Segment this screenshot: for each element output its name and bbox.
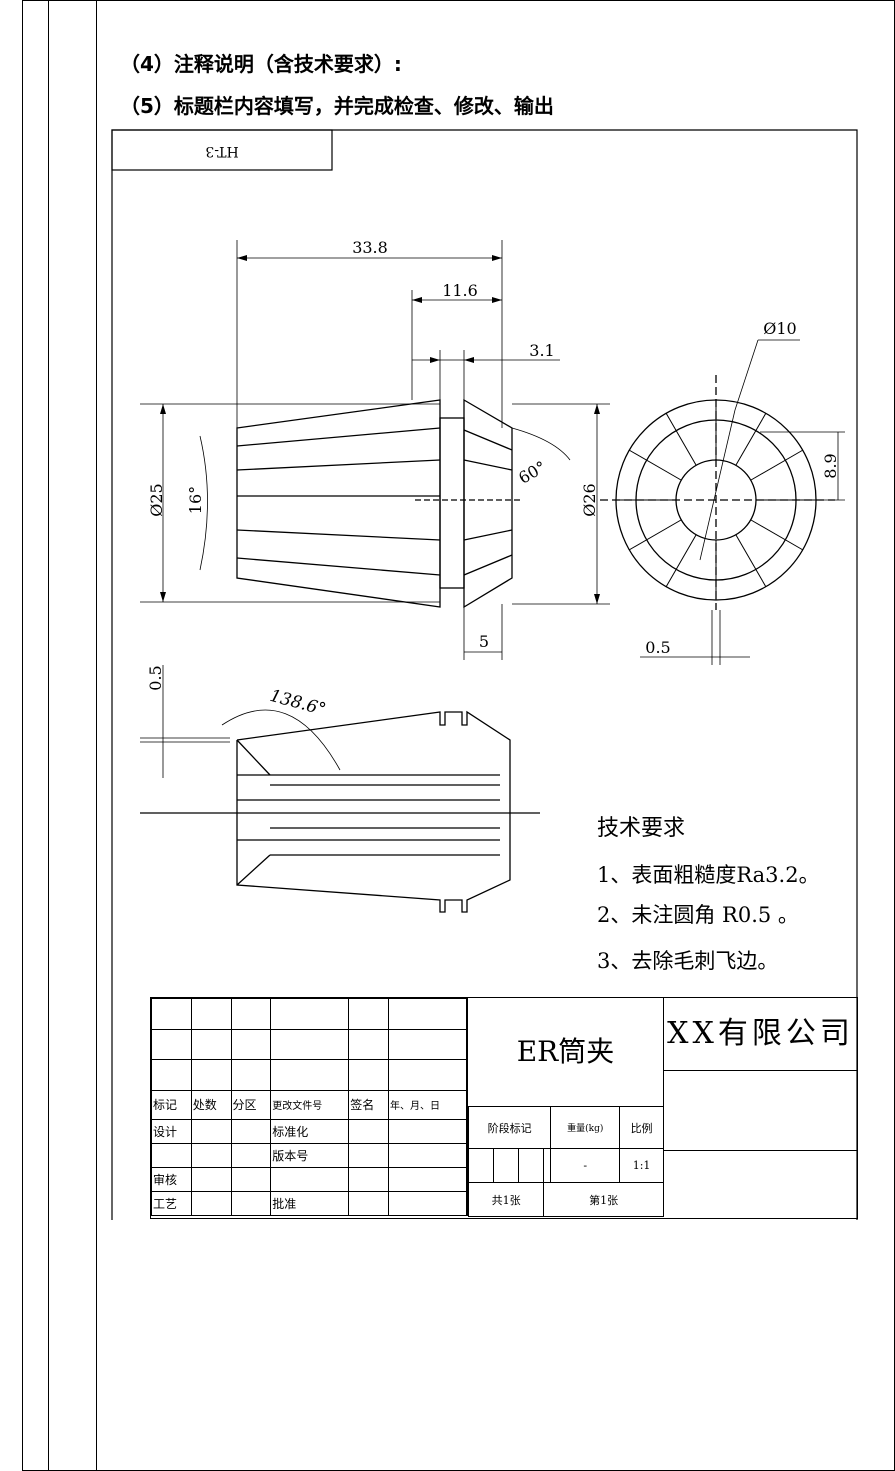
approve-label: 批准	[270, 1190, 350, 1217]
header-zone: 分区	[230, 1090, 272, 1120]
dim-nose-width: 5	[479, 632, 489, 651]
header-change-doc: 更改文件号	[270, 1090, 350, 1120]
drawing-number-cell	[664, 1071, 857, 1151]
stage-table: 阶段标记 重量(kg) 比例 - 1:1 共1张 第1张	[467, 1106, 664, 1217]
sheet-number: 第1张	[543, 1182, 664, 1217]
tech-req-item-2: 2、未注圆角 R0.5 。	[597, 903, 799, 927]
tech-req-title: 技术要求	[597, 816, 685, 841]
dim-groove-width: 3.1	[529, 341, 554, 360]
weight-value: -	[550, 1148, 621, 1183]
tech-req-item-1: 1、表面粗糙度Ra3.2。	[597, 863, 820, 887]
page-col-line-2	[96, 0, 97, 1471]
dim-nose-angle: 60°	[515, 457, 549, 488]
dim-dia-left: Ø25	[147, 483, 166, 516]
title-block: 标记 处数 分区 更改文件号 签名 年、月、日 设计 标准化 版本号 审核 工艺…	[150, 997, 858, 1219]
header-sign: 签名	[348, 1090, 389, 1120]
dim-overall-length: 33.8	[352, 238, 388, 257]
part-name: ER筒夹	[516, 1035, 615, 1068]
step-5-heading: （5）标题栏内容填写，并完成检查、修改、输出	[120, 94, 554, 118]
standardize-label: 标准化	[270, 1118, 350, 1144]
label-box-text: HT-3	[205, 143, 238, 159]
stage-label: 阶段标记	[467, 1106, 552, 1149]
version-label: 版本号	[270, 1142, 350, 1168]
header-mark: 标记	[151, 1090, 192, 1120]
dim-dia-right: Ø26	[580, 483, 599, 516]
step-4-heading: （4）注释说明（含技术要求）:	[120, 52, 402, 76]
side-view	[140, 240, 610, 660]
dim-front-length: 11.6	[442, 281, 478, 300]
process-label: 工艺	[151, 1190, 192, 1217]
dim-slot-offset: 8.9	[821, 453, 840, 478]
header-count: 处数	[190, 1090, 232, 1120]
company-name: XX有限公司	[664, 998, 857, 1071]
design-label: 设计	[151, 1118, 192, 1144]
dim-gap: 0.5	[146, 665, 165, 690]
scale-label: 比例	[619, 1106, 664, 1149]
scale-value: 1:1	[619, 1148, 664, 1183]
dim-bore-dia: Ø10	[763, 319, 796, 338]
page-col-line-1	[48, 0, 49, 1471]
dim-section-angle: 138.6°	[268, 686, 328, 720]
end-view	[600, 339, 845, 665]
tech-req-item-3: 3、去除毛刺飞边。	[597, 949, 778, 973]
dim-taper-angle: 16°	[186, 486, 205, 514]
dim-slot-width: 0.5	[645, 638, 670, 657]
section-view	[140, 665, 540, 913]
revision-table: 标记 处数 分区 更改文件号 签名 年、月、日 设计 标准化 版本号 审核 工艺…	[151, 998, 468, 1217]
sheet-count: 共1张	[467, 1182, 545, 1217]
weight-label: 重量(kg)	[550, 1106, 621, 1149]
review-label: 审核	[151, 1166, 192, 1192]
header-date: 年、月、日	[387, 1090, 468, 1120]
